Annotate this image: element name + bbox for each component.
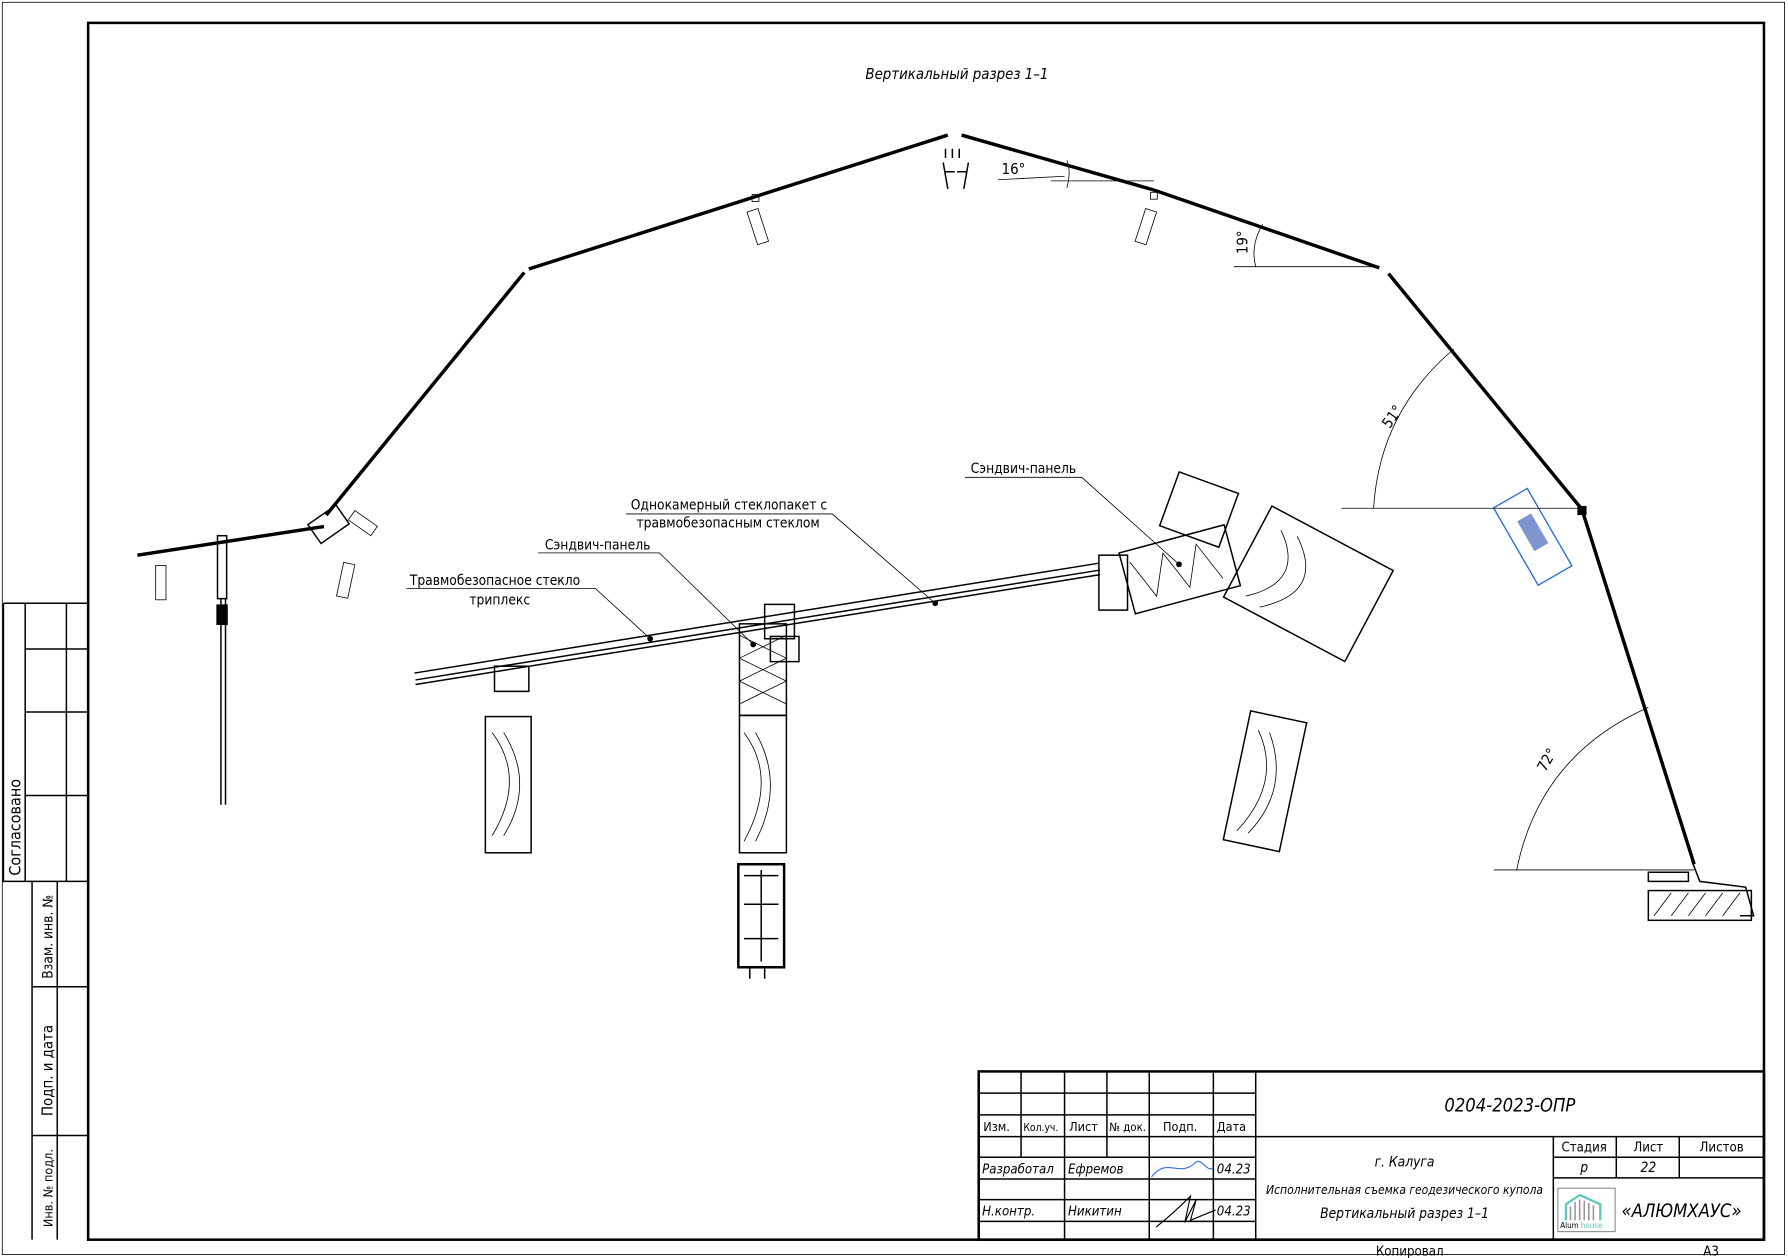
date-control: 04.23 — [1217, 1205, 1251, 1220]
angle-72: 72° — [1533, 745, 1560, 775]
logo-text-house: house — [1581, 1221, 1603, 1230]
joint-left — [306, 504, 351, 545]
header-sign: Подп. — [1163, 1119, 1197, 1134]
inv-orig-label: Инв. № подл. — [41, 1149, 56, 1227]
sign-date-label: Подп. и дата — [39, 1025, 57, 1116]
signature-developer — [1151, 1160, 1214, 1178]
header-list: Лист — [1069, 1119, 1098, 1134]
format-label: А3 — [1703, 1245, 1719, 1258]
callout-triplex-1: Травмобезопасное стекло — [409, 573, 580, 589]
dome-section — [137, 133, 1755, 922]
role-developer: Разработал — [982, 1161, 1054, 1177]
angle-19: 19° — [1234, 230, 1252, 254]
header-izm: Изм. — [983, 1119, 1010, 1134]
title-block: Изм. Кол.уч. Лист № док. Подп. Дата Разр… — [977, 1070, 1766, 1258]
sheet-value: 22 — [1640, 1160, 1656, 1176]
document-code: 0204-2023-ОПР — [1444, 1095, 1575, 1116]
angle-16: 16° — [1002, 160, 1026, 178]
copied-label: Копировал — [1376, 1245, 1444, 1258]
signature-control — [1155, 1194, 1216, 1228]
city: г. Калуга — [1375, 1154, 1435, 1170]
sheet-label: Лист — [1633, 1141, 1663, 1156]
callout-sandwich-left: Сэндвич-панель — [545, 537, 651, 553]
drawing-frame — [86, 21, 1766, 1241]
role-control: Н.контр. — [982, 1205, 1035, 1220]
header-kol: Кол.уч. — [1023, 1122, 1058, 1134]
lower-assembly — [414, 470, 1395, 979]
project-name: Исполнительная съемка геодезического куп… — [1266, 1183, 1543, 1197]
name-developer: Ефремов — [1068, 1162, 1124, 1177]
stage-value: р — [1579, 1160, 1588, 1176]
company-logo: Alum house — [1557, 1187, 1616, 1233]
inv-replace-label: Взам. инв. № — [41, 895, 57, 979]
section-title: Вертикальный разрез 1–1 — [865, 65, 1048, 83]
angle-dimensions: 16° 19° 51° 72° — [998, 160, 1695, 871]
sheets-label: Листов — [1699, 1141, 1743, 1156]
callout-triplex-2: триплекс — [469, 592, 530, 608]
callout-glazing-1: Однокамерный стеклопакет с — [631, 497, 828, 513]
name-control: Никитин — [1068, 1205, 1122, 1220]
agreed-label: Согласовано — [6, 779, 25, 876]
logo-text-alum: Alum — [1560, 1221, 1579, 1230]
company-name: «АЛЮМХАУС» — [1622, 1201, 1742, 1222]
header-date: Дата — [1217, 1119, 1246, 1134]
callouts: Травмобезопасное стекло триплекс Сэндвич… — [406, 461, 1182, 648]
callout-glazing-2: травмобезопасным стеклом — [636, 516, 819, 532]
callout-sandwich-right: Сэндвич-панель — [971, 461, 1077, 477]
sheet-title: Вертикальный разрез 1–1 — [1320, 1206, 1489, 1222]
angle-51: 51° — [1378, 402, 1406, 432]
side-stamp: Согласовано Взам. инв. № Подп. и дата Ин… — [2, 602, 89, 1240]
header-doc: № док. — [1109, 1120, 1146, 1134]
date-developer: 04.23 — [1217, 1162, 1251, 1177]
stage-label: Стадия — [1562, 1141, 1607, 1156]
